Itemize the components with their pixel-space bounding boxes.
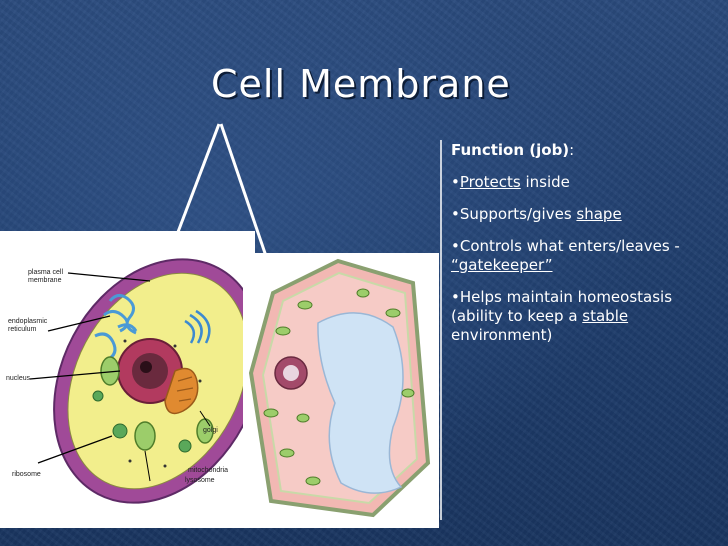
plant-cell-diagram [243, 253, 439, 528]
bullet: • [451, 205, 460, 223]
function-list: Function (job): •Protects inside •Suppor… [451, 141, 723, 358]
label-endoplasmic-reticulum: endoplasmic reticulum [8, 318, 54, 334]
label-mitochondria: mitochondria [188, 467, 228, 475]
supports-text: Supports/gives [460, 205, 577, 223]
label-lysosome: lysosome [185, 477, 215, 485]
bullet: • [451, 237, 460, 255]
protects-link[interactable]: Protects [460, 173, 521, 191]
helps-rest: environment) [451, 326, 552, 344]
bullet: • [451, 288, 460, 306]
shape-link[interactable]: shape [576, 205, 621, 223]
point-controls: •Controls what enters/leaves - “gatekeep… [451, 237, 723, 275]
point-protects: •Protects inside [451, 173, 723, 192]
bullet: • [451, 173, 460, 191]
helps-text: Helps maintain homeostasis (ability to k… [451, 288, 672, 325]
function-heading-colon: : [569, 141, 574, 159]
function-heading-text: Function (job) [451, 141, 569, 159]
connector-line-left [178, 124, 219, 232]
label-plasma-membrane: plasma cell membrane [28, 269, 68, 285]
point-supports: •Supports/gives shape [451, 205, 723, 224]
label-nucleus: nucleus [6, 375, 30, 383]
label-golgi: golgi [203, 427, 218, 435]
label-ribosome: ribosome [12, 471, 41, 479]
stable-link[interactable]: stable [582, 307, 628, 325]
controls-text: Controls what enters/leaves - [460, 237, 680, 255]
animal-cell-diagram: plasma cell membrane endoplasmic reticul… [0, 231, 255, 528]
function-heading: Function (job): [451, 141, 723, 160]
gatekeeper-link[interactable]: “gatekeeper” [451, 256, 553, 274]
point-homeostasis: •Helps maintain homeostasis (ability to … [451, 288, 723, 345]
protects-rest: inside [521, 173, 570, 191]
